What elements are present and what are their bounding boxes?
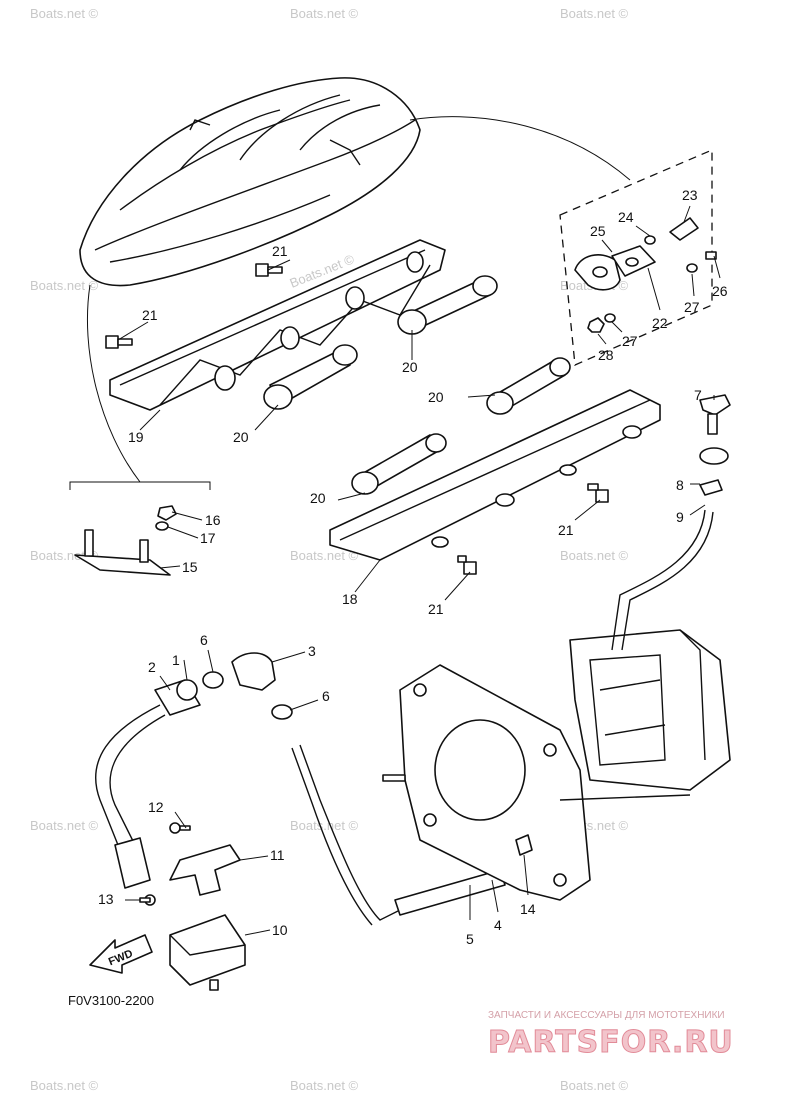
fitting-7 [699, 394, 731, 435]
forward-direction-arrow: FWD [89, 934, 153, 974]
callout-21: 21 [272, 243, 288, 259]
callout-23: 23 [682, 187, 698, 203]
watermark: Boats.net © [290, 6, 359, 21]
watermark: Boats.net © [290, 818, 359, 833]
callout-27: 27 [684, 299, 700, 315]
callout-6: 6 [200, 632, 208, 648]
callout-21: 21 [142, 307, 158, 323]
callout-2: 2 [148, 659, 156, 675]
callout-5: 5 [466, 931, 474, 947]
screw-12 [169, 822, 191, 834]
watermark: Boats.net © [30, 278, 99, 293]
engine-mount-20 [351, 433, 447, 495]
bracket-11 [169, 844, 241, 896]
watermark: Boats.net © [30, 1078, 99, 1093]
callout-1: 1 [172, 652, 180, 668]
screw-13 [139, 894, 156, 906]
engine-mounting-plate [382, 664, 591, 901]
callout-21: 21 [428, 601, 444, 617]
callout-20: 20 [402, 359, 418, 375]
callout-18: 18 [342, 591, 358, 607]
callout-21: 21 [558, 522, 574, 538]
watermark: Boats.net © [30, 818, 99, 833]
callout-20: 20 [310, 490, 326, 506]
callout-24: 24 [618, 209, 634, 225]
callout-20: 20 [428, 389, 444, 405]
watermark: Boats.net © [560, 548, 629, 563]
callout-9: 9 [676, 509, 684, 525]
callout-20: 20 [233, 429, 249, 445]
washer-8 [699, 447, 729, 465]
sensor-box-10 [169, 914, 246, 991]
rear-mount-plate-18 [329, 389, 661, 561]
watercraft-illustration [79, 77, 631, 287]
watermark: Boats.net © [290, 1078, 359, 1093]
brand-tagline: ЗАПЧАСТИ И АКСЕССУАРЫ ДЛЯ МОТОТЕХНИКИ [488, 1010, 725, 1021]
callout-26: 26 [712, 283, 728, 299]
callout-6: 6 [322, 688, 330, 704]
callout-8: 8 [676, 477, 684, 493]
callout-4: 4 [494, 917, 502, 933]
callout-13: 13 [98, 891, 114, 907]
clip-14 [515, 834, 533, 856]
jet-pump-housing [569, 629, 731, 791]
hose-9 [621, 511, 714, 651]
callout-12: 12 [148, 799, 164, 815]
callout-17: 17 [200, 530, 216, 546]
watermark: Boats.net © [30, 6, 99, 21]
watermark-layer: Boats.net © Boats.net © Boats.net © Boat… [30, 6, 629, 1093]
engine-mount-20 [263, 344, 358, 410]
callout-22: 22 [652, 315, 668, 331]
drain-line [559, 794, 691, 801]
brand-logo: PARTSFOR.RU [488, 1025, 734, 1060]
leader-lines [117, 205, 721, 936]
callout-11: 11 [270, 847, 285, 863]
watermark: Boats.net © [560, 6, 629, 21]
callout-labels: 1 2 3 5 4 6 6 7 8 9 10 11 12 13 14 15 16… [98, 187, 728, 947]
watermark: Boats.net © [290, 548, 359, 563]
front-mount-bracket-19 [109, 239, 446, 411]
callout-10: 10 [272, 922, 288, 938]
callout-16: 16 [205, 512, 221, 528]
callout-28: 28 [598, 347, 614, 363]
callout-3: 3 [308, 643, 316, 659]
brand-footer: ЗАПЧАСТИ И АКСЕССУАРЫ ДЛЯ МОТОТЕХНИКИ PA… [488, 1010, 734, 1061]
callout-25: 25 [590, 223, 606, 239]
engine-mount-20 [486, 357, 571, 415]
hose-9 [611, 509, 706, 651]
clamp-9 [699, 479, 723, 496]
inset-detail-box [559, 149, 717, 366]
bolt-21 [105, 335, 133, 349]
arrow-line [87, 284, 141, 483]
drain-bracket-group [69, 481, 211, 576]
water-hose-assembly [95, 652, 506, 926]
callout-15: 15 [182, 559, 198, 575]
callout-27: 27 [622, 333, 638, 349]
diagram-code: F0V3100-2200 [68, 993, 154, 1008]
callout-7: 7 [694, 387, 702, 403]
bolt-21 [457, 555, 477, 575]
watermark: Boats.net © [560, 1078, 629, 1093]
callout-14: 14 [520, 901, 536, 917]
engine-mount-20 [397, 275, 498, 335]
bolt-21 [587, 483, 609, 503]
callout-19: 19 [128, 429, 144, 445]
